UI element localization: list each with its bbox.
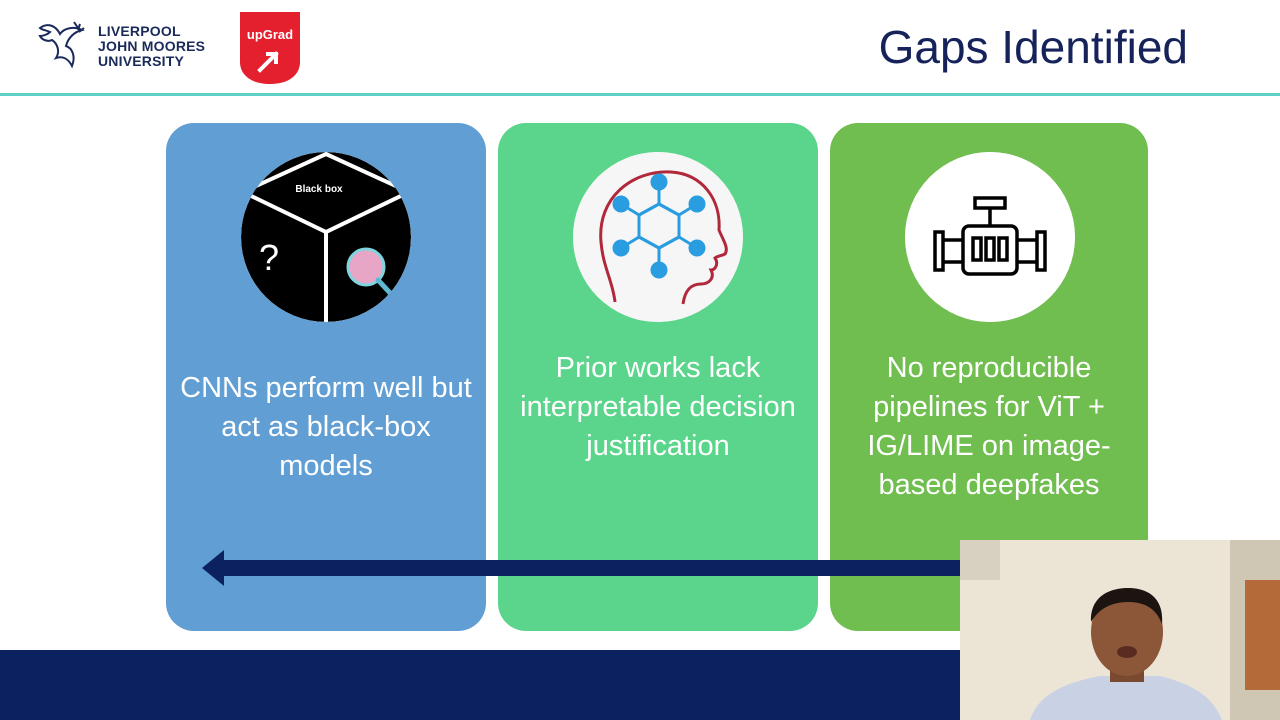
upgrad-label: upGrad bbox=[246, 27, 294, 42]
pipeline-valve-icon bbox=[905, 152, 1075, 322]
black-box-icon: Black box ? bbox=[241, 152, 411, 322]
gap-text-3: No reproducible pipelines for ViT + IG/L… bbox=[867, 352, 1111, 501]
left-arrow-icon bbox=[202, 550, 962, 586]
upgrad-logo: upGrad bbox=[240, 12, 300, 84]
gap-text-1: CNNs perform well but act as black-box m… bbox=[180, 372, 472, 482]
ljmu-line-3: UNIVERSITY bbox=[98, 53, 185, 69]
question-mark: ? bbox=[259, 237, 279, 278]
header-divider bbox=[0, 93, 1280, 96]
black-box-label: Black box bbox=[295, 184, 343, 195]
gap-card-2: Prior works lack interpretable decision … bbox=[498, 123, 818, 631]
ljmu-line-2: JOHN MOORES bbox=[98, 38, 206, 54]
liver-bird-icon bbox=[38, 21, 85, 69]
brain-network-icon bbox=[573, 152, 743, 322]
slide-header: LIVERPOOL JOHN MOORES UNIVERSITY upGrad … bbox=[0, 0, 1280, 94]
gap-text-2: Prior works lack interpretable decision … bbox=[520, 352, 796, 462]
gap-card-1: Black box ? CNNs perform well but act as… bbox=[166, 123, 486, 631]
ljmu-line-1: LIVERPOOL bbox=[98, 23, 181, 39]
presenter-webcam bbox=[960, 540, 1280, 720]
slide-title: Gaps Identified bbox=[878, 21, 1188, 73]
ljmu-logo: LIVERPOOL JOHN MOORES UNIVERSITY bbox=[34, 18, 224, 76]
